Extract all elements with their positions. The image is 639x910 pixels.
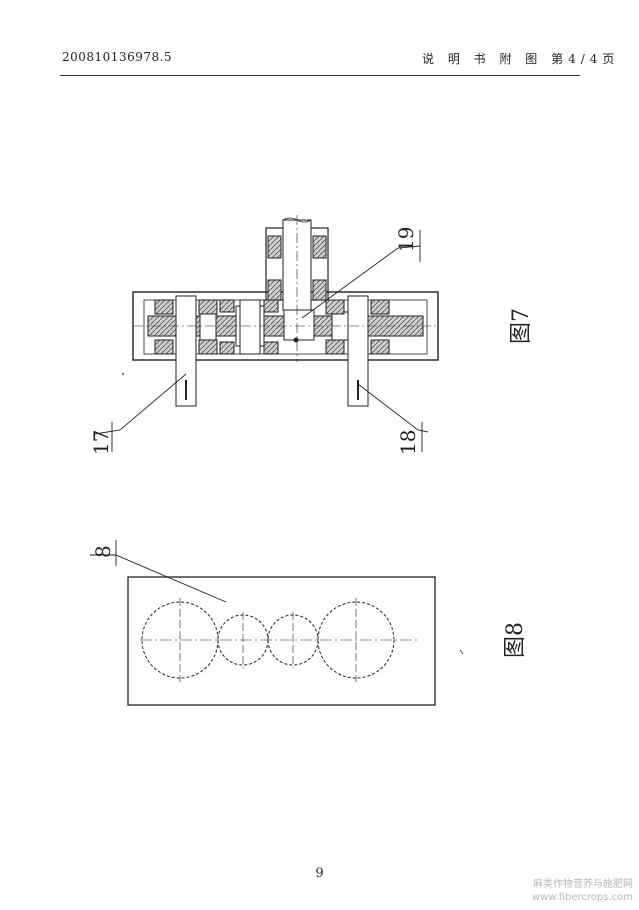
scan-dot bbox=[122, 373, 124, 375]
watermark-text: 麻类作物营养与施肥网 bbox=[533, 879, 633, 890]
figure-8-plate bbox=[90, 540, 436, 706]
figure-7-gearbox bbox=[94, 215, 439, 452]
label-19: 19 bbox=[394, 227, 418, 252]
watermark: 麻类作物营养与施肥网 www.fibercrops.com bbox=[532, 878, 633, 904]
patent-number: 200810136978.5 bbox=[62, 50, 173, 64]
figure-7-caption: 图7 bbox=[509, 308, 534, 344]
page-number: 9 bbox=[315, 866, 324, 881]
right-output-shaft bbox=[347, 295, 369, 407]
label-8: 8 bbox=[91, 545, 115, 558]
label-18: 18 bbox=[396, 430, 420, 455]
scan-mark bbox=[459, 649, 464, 655]
label-17: 17 bbox=[89, 430, 113, 455]
figure-8-caption: 图8 bbox=[503, 622, 528, 658]
watermark-url: www.fibercrops.com bbox=[531, 892, 633, 903]
large-gear-circle-left bbox=[141, 601, 219, 679]
page-header-title: 说 明 书 附 图 第4/4页 bbox=[422, 52, 620, 66]
large-gear-circle-right bbox=[317, 601, 395, 679]
header-rule bbox=[60, 75, 580, 76]
plate-outline bbox=[127, 576, 436, 706]
